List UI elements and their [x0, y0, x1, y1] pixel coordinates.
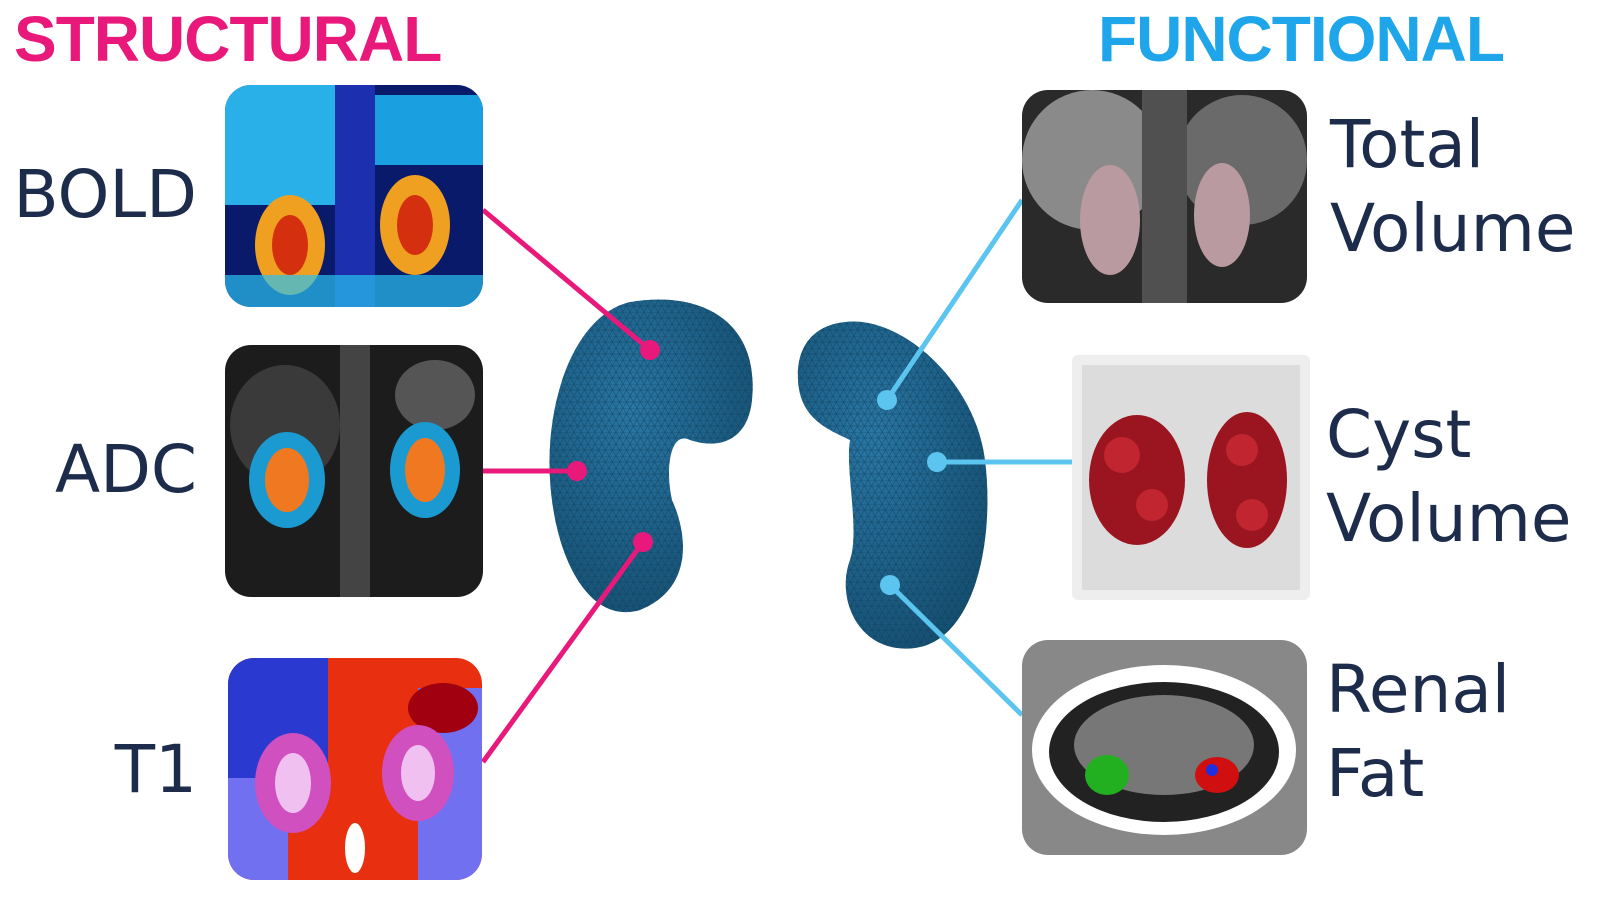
t1-label: T1 — [114, 731, 197, 808]
cyst-volume-line1: Cyst — [1326, 396, 1472, 473]
functional-connectors — [877, 198, 1072, 717]
total-volume-label: Total Volume — [1330, 103, 1575, 271]
right-kidney-mesh — [797, 321, 988, 649]
adc-mri-image — [225, 345, 483, 597]
total-volume-image — [1022, 90, 1307, 303]
cyst-volume-image — [1072, 355, 1310, 600]
structural-heading: STRUCTURAL — [14, 3, 442, 75]
t1-mri-image — [228, 658, 482, 880]
renal-fat-line2: Fat — [1326, 735, 1425, 812]
bold-label: BOLD — [13, 156, 197, 233]
renal-fat-line1: Renal — [1326, 651, 1511, 728]
total-volume-line1: Total — [1330, 106, 1485, 183]
total-volume-line2: Volume — [1330, 190, 1576, 267]
functional-heading: FUNCTIONAL — [1098, 3, 1505, 75]
renal-fat-image — [1022, 640, 1307, 855]
bold-mri-image — [225, 85, 483, 307]
cyst-volume-label: Cyst Volume — [1326, 393, 1571, 561]
cyst-volume-line2: Volume — [1326, 480, 1572, 557]
structural-connectors — [480, 208, 660, 764]
renal-fat-label: Renal Fat — [1326, 648, 1510, 816]
left-kidney-mesh — [549, 299, 753, 613]
adc-label: ADC — [54, 431, 197, 508]
